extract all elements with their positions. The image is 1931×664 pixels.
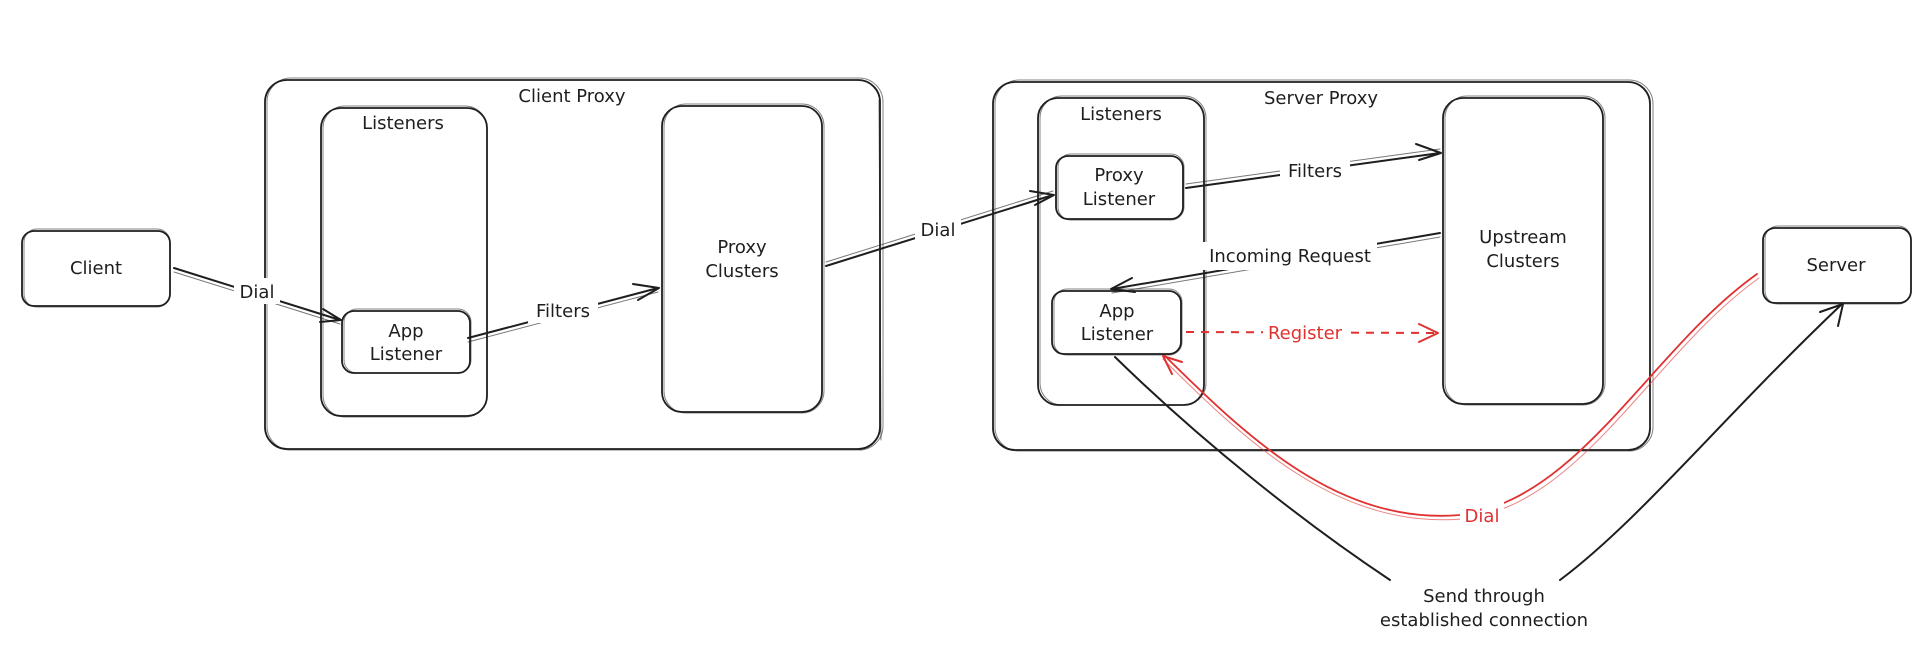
server-app-listener-label-line2: Listener: [1081, 324, 1154, 345]
server-proxy-container[interactable]: Server Proxy: [992, 79, 1654, 452]
client-app-listener-label-line1: App: [388, 321, 423, 342]
edge-cluster-dial-label: Dial: [921, 220, 956, 241]
server-listeners-group[interactable]: Listeners: [1037, 95, 1207, 406]
proxy-listener-label-line2: Listener: [1083, 189, 1156, 210]
edge-server-filters: Filters: [1185, 143, 1442, 189]
edge-server-dial-label: Dial: [1465, 506, 1500, 527]
upstream-clusters-node[interactable]: Upstream Clusters: [1442, 95, 1606, 406]
edge-incoming-request-label: Incoming Request: [1209, 246, 1371, 267]
client-listeners-title: Listeners: [362, 113, 444, 134]
edge-client-dial-label: Dial: [240, 282, 275, 303]
server-app-listener-node[interactable]: App Listener: [1051, 288, 1183, 356]
proxy-listener-node[interactable]: Proxy Listener: [1055, 153, 1185, 221]
proxy-clusters-node[interactable]: Proxy Clusters: [661, 103, 825, 414]
upstream-clusters-label-line1: Upstream: [1479, 227, 1567, 248]
server-listeners-title: Listeners: [1080, 104, 1162, 125]
proxy-clusters-label-line2: Clusters: [705, 261, 778, 282]
edge-client-filters-label: Filters: [536, 301, 590, 322]
edge-register-label: Register: [1268, 323, 1343, 344]
server-app-listener-label-line1: App: [1099, 301, 1134, 322]
proxy-listener-label-line1: Proxy: [1094, 165, 1144, 186]
client-proxy-title: Client Proxy: [518, 86, 625, 107]
edge-register: Register: [1185, 320, 1439, 346]
server-proxy-title: Server Proxy: [1264, 88, 1378, 109]
edge-send-through-label-line2: established connection: [1380, 610, 1588, 631]
server-label: Server: [1806, 255, 1866, 276]
client-app-listener-node[interactable]: App Listener: [341, 308, 472, 374]
server-node[interactable]: Server: [1762, 225, 1912, 305]
edge-cluster-dial: Dial: [825, 190, 1055, 267]
client-listeners-group[interactable]: Listeners: [320, 105, 488, 418]
edge-incoming-request: Incoming Request: [1110, 232, 1441, 294]
client-proxy-container[interactable]: Client Proxy: [264, 77, 884, 451]
client-node[interactable]: Client: [21, 228, 171, 308]
client-app-listener-label-line2: Listener: [370, 344, 443, 365]
edge-client-filters: Filters: [467, 283, 660, 343]
edge-server-dial: Dial: [1162, 273, 1760, 528]
edge-send-through: Send through established connection: [1114, 303, 1844, 631]
edge-server-filters-label: Filters: [1288, 161, 1342, 182]
edge-client-dial: Dial: [173, 267, 342, 325]
upstream-clusters-label-line2: Clusters: [1486, 251, 1559, 272]
client-label: Client: [70, 258, 122, 279]
proxy-clusters-label-line1: Proxy: [717, 237, 767, 258]
edge-send-through-label-line1: Send through: [1423, 586, 1545, 607]
